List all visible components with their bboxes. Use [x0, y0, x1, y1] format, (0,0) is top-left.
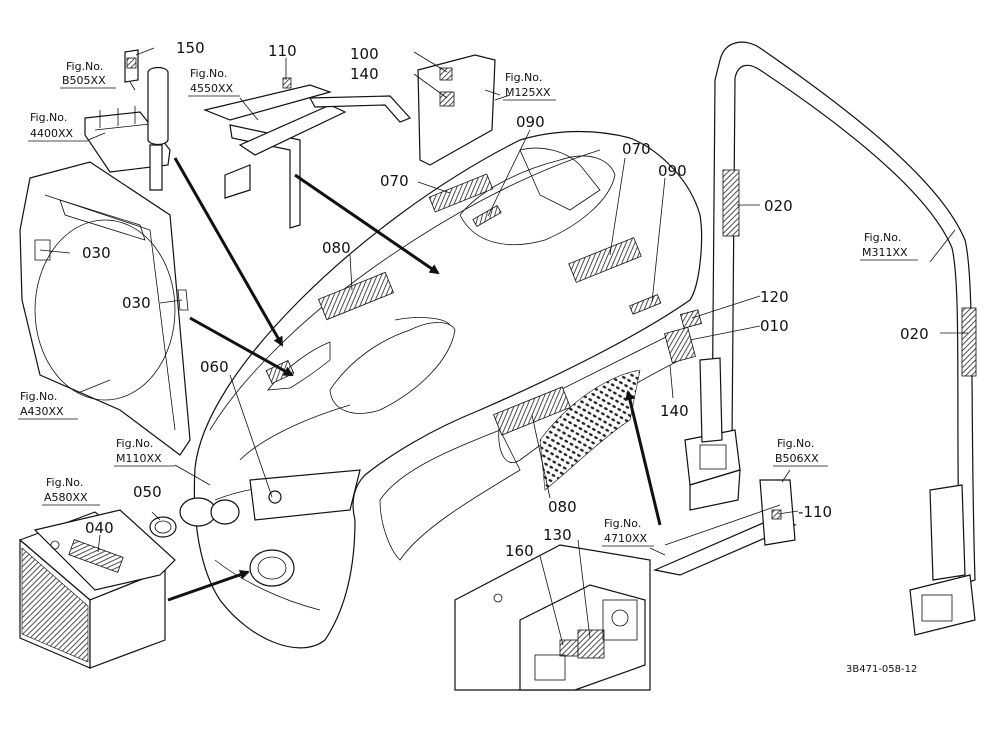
step-bracket	[653, 479, 797, 576]
fig-label: Fig.No.	[46, 476, 83, 489]
radiator-shroud	[19, 161, 191, 456]
fig-label: Fig.No.	[777, 437, 814, 450]
assembly-arrows	[167, 157, 662, 602]
fig-label: Fig.No.	[20, 390, 57, 403]
callout-140-bottom: 140	[660, 402, 689, 420]
fig-code-b506xx: B506XX	[775, 452, 819, 465]
fig-code-4550xx: 4550XX	[190, 82, 234, 95]
callout-010: 010	[760, 317, 789, 335]
callout-060: 060	[200, 358, 229, 376]
callout-070-right: 070	[622, 140, 651, 158]
callout-140-top: 140	[350, 65, 379, 83]
air-intake-pipe	[124, 49, 169, 146]
callout-030-left: 030	[82, 244, 111, 262]
figure-references: Fig.No. B505XX Fig.No. 4550XX Fig.No. M1…	[18, 60, 918, 547]
hood-assembly	[179, 130, 703, 649]
callout-160: 160	[505, 542, 534, 560]
fig-code-a580xx: A580XX	[44, 491, 88, 504]
callout-100: 100	[350, 45, 379, 63]
callout-150: 150	[176, 39, 205, 57]
callout-labels: 150 110 100 140 090 070 070 090 080 030 …	[82, 39, 929, 560]
fig-code-m311xx: M311XX	[862, 246, 908, 259]
callout-020-top: 020	[764, 197, 793, 215]
callout-130: 130	[543, 526, 572, 544]
callout-020-bottom: 020	[900, 325, 929, 343]
filler-cap-inner	[154, 520, 172, 534]
callout-110-top: 110	[268, 42, 297, 60]
rops-frame	[684, 41, 977, 636]
filler-cap	[149, 516, 177, 538]
fig-label: Fig.No.	[66, 60, 103, 73]
callout-050: 050	[133, 483, 162, 501]
fig-label: Fig.No.	[190, 67, 227, 80]
bracket-frame	[203, 77, 412, 229]
drawing-code: 3B471-058-12	[846, 664, 917, 675]
callout-040: 040	[85, 519, 114, 537]
fig-code-4400xx: 4400XX	[30, 127, 74, 140]
callout-030-right: 030	[122, 294, 151, 312]
fig-label: Fig.No.	[604, 517, 641, 530]
battery	[18, 509, 176, 669]
control-box	[454, 544, 651, 691]
callout-090-right: 090	[658, 162, 687, 180]
callout-080-top: 080	[322, 239, 351, 257]
right-decal-group	[664, 309, 702, 364]
fig-label: Fig.No.	[116, 437, 153, 450]
callout-070-left: 070	[380, 172, 409, 190]
fig-label: Fig.No.	[864, 231, 901, 244]
fig-code-m125xx: M125XX	[505, 86, 551, 99]
side-panel-m125	[417, 54, 496, 166]
callout-110-bottom: -110	[798, 503, 832, 521]
fig-label: Fig.No.	[505, 71, 542, 84]
fig-code-a430xx: A430XX	[20, 405, 64, 418]
fig-label: Fig.No.	[30, 111, 67, 124]
fig-code-b505xx: B505XX	[62, 74, 106, 87]
callout-120: 120	[760, 288, 789, 306]
callout-080-bottom: 080	[548, 498, 577, 516]
callout-090-top: 090	[516, 113, 545, 131]
fig-code-m110xx: M110XX	[116, 452, 162, 465]
fig-code-4710xx: 4710XX	[604, 532, 648, 545]
leader-lines	[39, 47, 968, 646]
